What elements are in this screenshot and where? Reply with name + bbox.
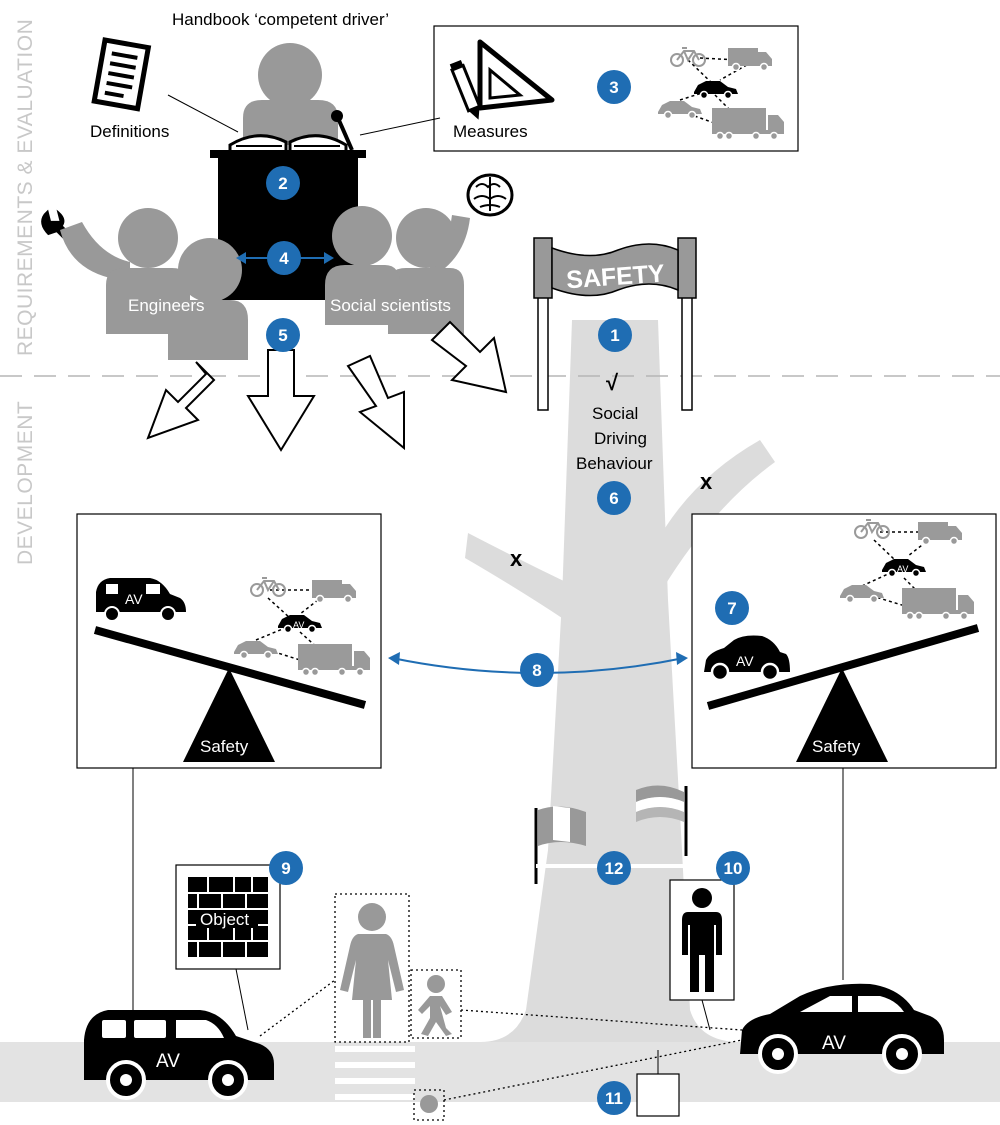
trunk-text-1: Social: [592, 404, 638, 423]
speaker-figure: [243, 43, 338, 145]
svg-text:8: 8: [532, 661, 541, 680]
side-label-development: DEVELOPMENT: [14, 401, 37, 565]
measures-connector: [359, 117, 441, 136]
badge-5: 5: [266, 318, 300, 352]
balance-fulcrum-left: [183, 668, 275, 762]
man-sign-post: [701, 999, 711, 1031]
triangle-ruler-icon: [477, 39, 555, 111]
badge-1: 1: [598, 318, 632, 352]
svg-text:9: 9: [281, 859, 290, 878]
safety-label-right: Safety: [812, 737, 861, 756]
svg-text:7: 7: [727, 599, 736, 618]
av-car-bottom-right: [740, 983, 944, 1074]
definitions-label: Definitions: [90, 122, 169, 141]
sign-11: [636, 1073, 680, 1117]
safety-banner: [533, 237, 697, 411]
object-sign-post: [235, 968, 249, 1031]
badge-4: 4: [267, 241, 301, 275]
engineers-group: [60, 208, 248, 360]
pedestrian-bbox: [334, 893, 410, 1043]
engineers-label: Engineers: [128, 296, 205, 315]
flag-icon-italy: [534, 806, 586, 884]
av-label-left-box: AV: [125, 591, 143, 607]
badge-6: 6: [597, 481, 631, 515]
svg-text:10: 10: [724, 859, 743, 878]
handbook-title: Handbook ‘competent driver’: [172, 10, 389, 29]
flag-icon-netherlands: [636, 785, 688, 856]
balance-fulcrum-right: [796, 668, 888, 762]
av-label-left-network: AV: [293, 620, 304, 630]
av-label-van-bottom: AV: [156, 1051, 180, 1072]
badge-2: 2: [266, 166, 300, 200]
trunk-text-3: Behaviour: [576, 454, 653, 473]
social-scientists-group: [325, 206, 470, 334]
man-icon: [682, 888, 722, 992]
traffic-network-right: [839, 519, 975, 621]
ball-bbox: [413, 1089, 445, 1121]
pedestrian-icon: [340, 903, 404, 1038]
badge-9: 9: [269, 851, 303, 885]
svg-text:4: 4: [279, 249, 289, 268]
brick-wall-icon: [188, 877, 268, 957]
av-label-right-box: AV: [736, 653, 754, 669]
av-car-icon-right: [704, 635, 790, 682]
trunk-text-2: Driving: [594, 429, 647, 448]
traffic-network-left: [233, 577, 371, 677]
svg-text:12: 12: [605, 859, 624, 878]
badge-12: 12: [597, 851, 631, 885]
definitions-connector: [167, 94, 239, 133]
av-van-bottom-left: [84, 1010, 274, 1100]
pencil-icon: [449, 59, 482, 120]
branch-mark-right: x: [700, 469, 713, 494]
document-icon: [91, 37, 152, 112]
badge-10: 10: [716, 851, 750, 885]
av-label-right-network: AV: [897, 564, 908, 574]
safety-banner-text: SAFETY: [565, 259, 666, 294]
sensor-lines: [259, 979, 743, 1101]
object-label: Object: [200, 910, 249, 929]
badge-3: 3: [597, 70, 631, 104]
av-van-icon-left: [96, 578, 186, 622]
traffic-network-top: [657, 47, 785, 141]
badge-11: 11: [597, 1081, 631, 1115]
microphone-icon: [331, 110, 354, 151]
child-bbox: [410, 969, 462, 1039]
svg-text:2: 2: [278, 174, 287, 193]
svg-text:3: 3: [609, 78, 618, 97]
brain-icon: [466, 173, 514, 217]
badge-7: 7: [715, 591, 749, 625]
checkmark: √: [606, 370, 619, 395]
side-label-requirements: REQUIREMENTS & EVALUATION: [14, 19, 37, 356]
branch-mark-left: x: [510, 546, 523, 571]
balance-beam-right: [706, 624, 980, 710]
badge-8: 8: [520, 653, 554, 687]
ball-icon: [420, 1095, 438, 1113]
svg-text:6: 6: [609, 489, 618, 508]
social-scientists-label: Social scientists: [330, 296, 451, 315]
safety-label-left: Safety: [200, 737, 249, 756]
measures-label: Measures: [453, 122, 528, 141]
balance-beam-left: [93, 626, 367, 709]
svg-text:5: 5: [278, 326, 287, 345]
svg-text:11: 11: [605, 1089, 623, 1108]
child-icon: [418, 975, 452, 1036]
av-label-car-bottom: AV: [822, 1033, 846, 1054]
outline-arrows: [146, 320, 508, 452]
svg-text:1: 1: [610, 326, 619, 345]
